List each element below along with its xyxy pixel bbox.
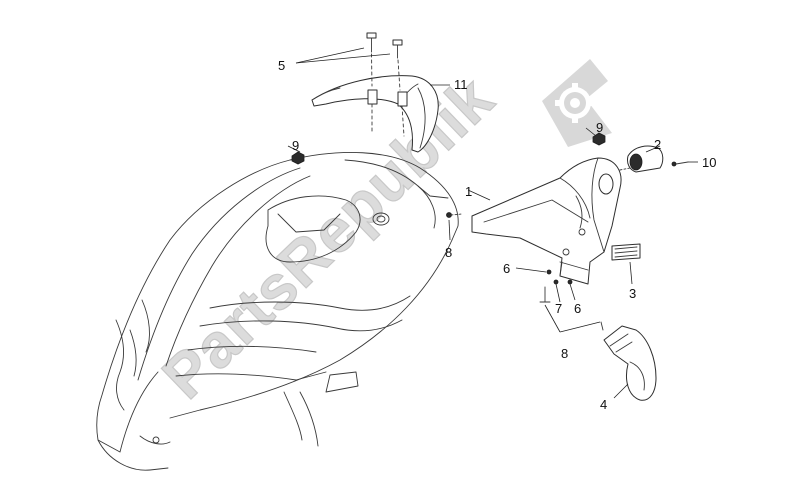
callout-4: 4 [600, 397, 607, 412]
callout-3: 3 [629, 286, 636, 301]
leader-lines [287, 47, 698, 399]
callout-8-lower: 8 [561, 346, 568, 361]
part-1-plate-holder [471, 157, 622, 285]
part-10-screw [671, 161, 689, 167]
part-6-7-8-fasteners [446, 212, 604, 331]
callout-5: 5 [278, 58, 285, 73]
part-8-screw-right [600, 321, 604, 331]
callout-10: 10 [702, 155, 716, 170]
callout-7: 7 [555, 301, 562, 316]
bolt-b [392, 39, 403, 91]
part-4-bracket [603, 325, 657, 401]
part-5-bolts [366, 32, 403, 91]
part-2-plate-light [619, 145, 664, 173]
callout-2: 2 [654, 137, 661, 152]
part-9-nut-left [291, 151, 305, 165]
callout-6-left: 6 [503, 261, 510, 276]
callout-6-right: 6 [574, 301, 581, 316]
bolt-a [366, 32, 377, 87]
callout-1: 1 [465, 184, 472, 199]
rear-body-fairing [96, 151, 459, 471]
callout-9-right: 9 [596, 120, 603, 135]
part-3-reflector [611, 243, 641, 261]
callout-11: 11 [454, 77, 468, 92]
part-7-washer [553, 279, 559, 285]
part-11-grab-handle [311, 75, 439, 153]
part-6-nut-a [546, 269, 552, 275]
callout-labels: 5 11 9 9 2 10 1 8 6 3 7 6 8 4 [278, 58, 716, 412]
callout-9-left: 9 [292, 138, 299, 153]
callout-8-upper: 8 [445, 245, 452, 260]
gear-flag-logo-icon [542, 59, 612, 147]
part-6-nut-b [567, 279, 573, 285]
